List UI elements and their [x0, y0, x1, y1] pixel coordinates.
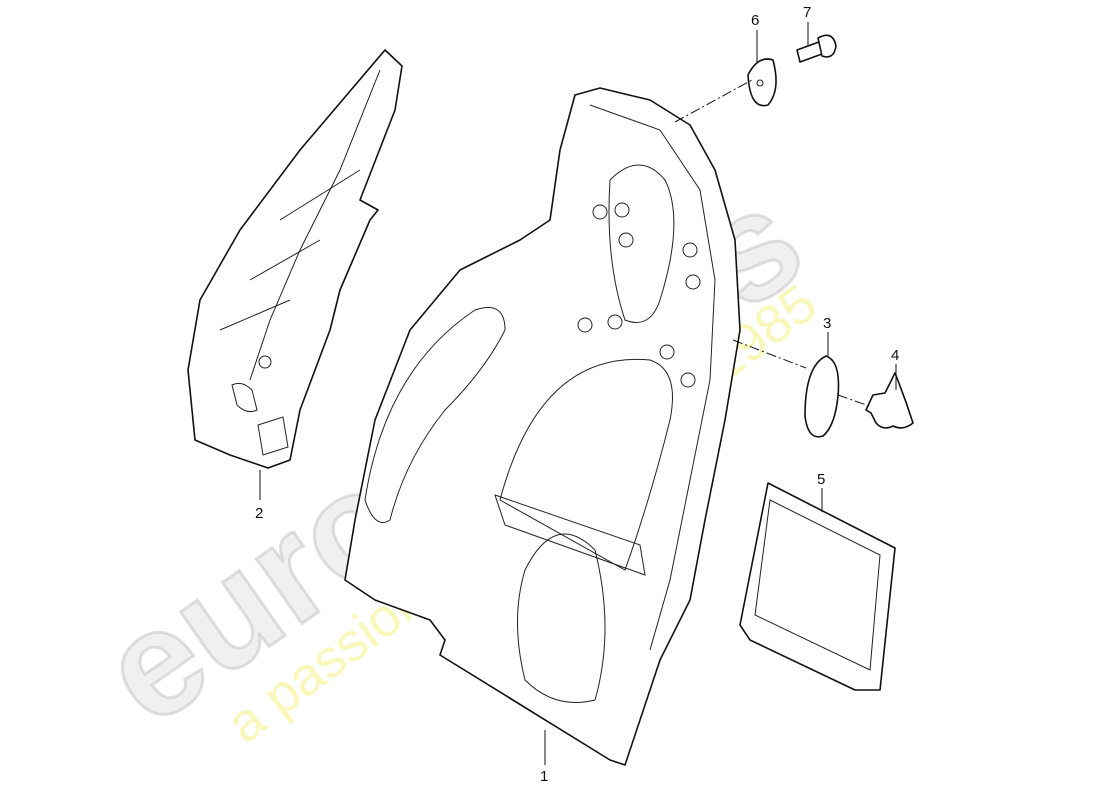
callouts: 1 2 3 4 5 6 7	[255, 4, 899, 785]
leader-lines	[259, 22, 897, 765]
part-6-washer[interactable]	[747, 58, 777, 107]
part-4-clip[interactable]	[865, 372, 914, 429]
callout-7[interactable]: 7	[803, 4, 811, 21]
callout-2[interactable]: 2	[255, 505, 263, 522]
part-3-cover[interactable]	[804, 355, 840, 438]
part-5-frame[interactable]	[739, 482, 896, 691]
part-1-seat-back-shell[interactable]	[344, 87, 741, 766]
callout-5[interactable]: 5	[817, 471, 825, 488]
callout-6[interactable]: 6	[751, 12, 759, 29]
callout-1[interactable]: 1	[540, 768, 548, 785]
part-7-screw[interactable]	[796, 34, 837, 63]
callout-3[interactable]: 3	[823, 315, 831, 332]
callout-4[interactable]: 4	[891, 347, 899, 364]
part-2-side-panel[interactable]	[187, 49, 403, 469]
